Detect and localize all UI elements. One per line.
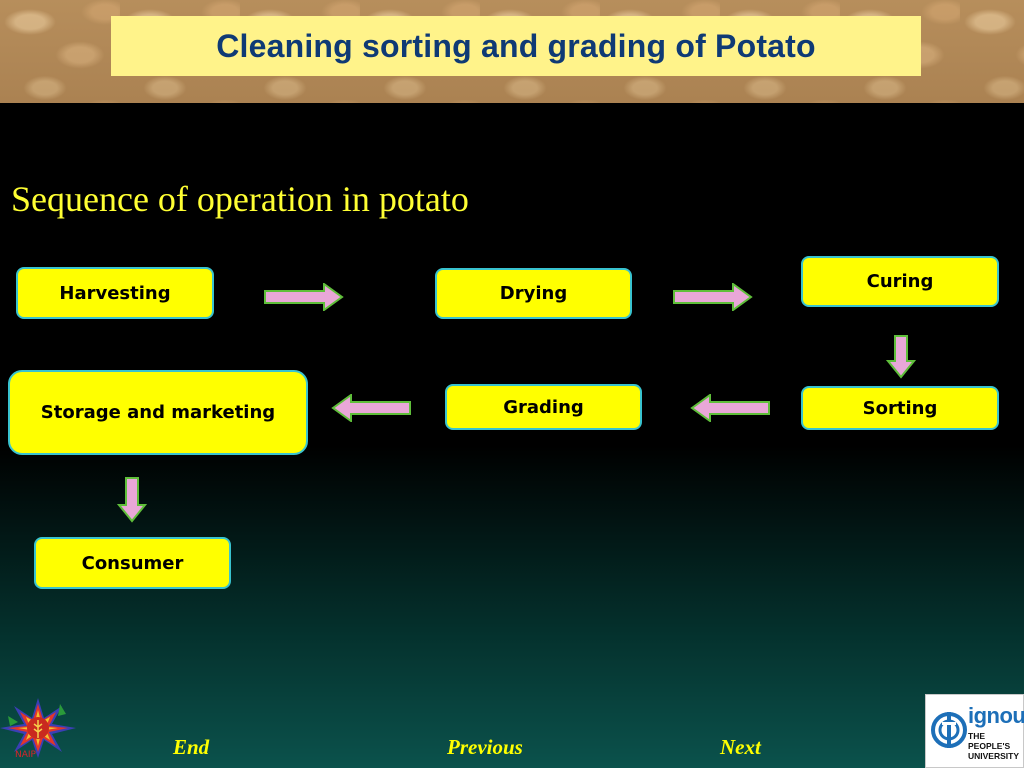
previous-link[interactable]: Previous: [447, 735, 523, 759]
step-drying: Drying: [435, 268, 632, 319]
end-link[interactable]: End: [173, 735, 210, 759]
step-grading: Grading: [445, 384, 642, 430]
next-link[interactable]: Next: [720, 735, 761, 759]
step-consumer: Consumer: [34, 537, 231, 589]
page-title: Cleaning sorting and grading of Potato: [216, 27, 816, 64]
naip-star-logo: [0, 698, 76, 758]
ignou-tagline: THE PEOPLE'S UNIVERSITY: [968, 731, 1020, 761]
ignou-emblem-icon: [931, 712, 967, 748]
arrow-left-icon: [690, 394, 770, 422]
ignou-logo: ignou THE PEOPLE'S UNIVERSITY: [925, 694, 1024, 768]
header-banner: Cleaning sorting and grading of Potato: [0, 0, 1024, 103]
arrow-down-icon: [117, 477, 147, 523]
step-curing: Curing: [801, 256, 999, 307]
ignou-wordmark: ignou: [968, 703, 1024, 728]
step-harvesting: Harvesting: [16, 267, 214, 319]
arrow-down-icon: [886, 335, 916, 379]
naip-logo-text: NAIP: [15, 750, 36, 760]
step-sorting: Sorting: [801, 386, 999, 430]
step-storage-and-marketing: Storage and marketing: [8, 370, 308, 455]
arrow-right-icon: [673, 283, 753, 311]
arrow-left-icon: [331, 394, 411, 422]
section-subtitle: Sequence of operation in potato: [11, 179, 469, 219]
title-bar: Cleaning sorting and grading of Potato: [111, 16, 921, 76]
arrow-right-icon: [264, 283, 344, 311]
